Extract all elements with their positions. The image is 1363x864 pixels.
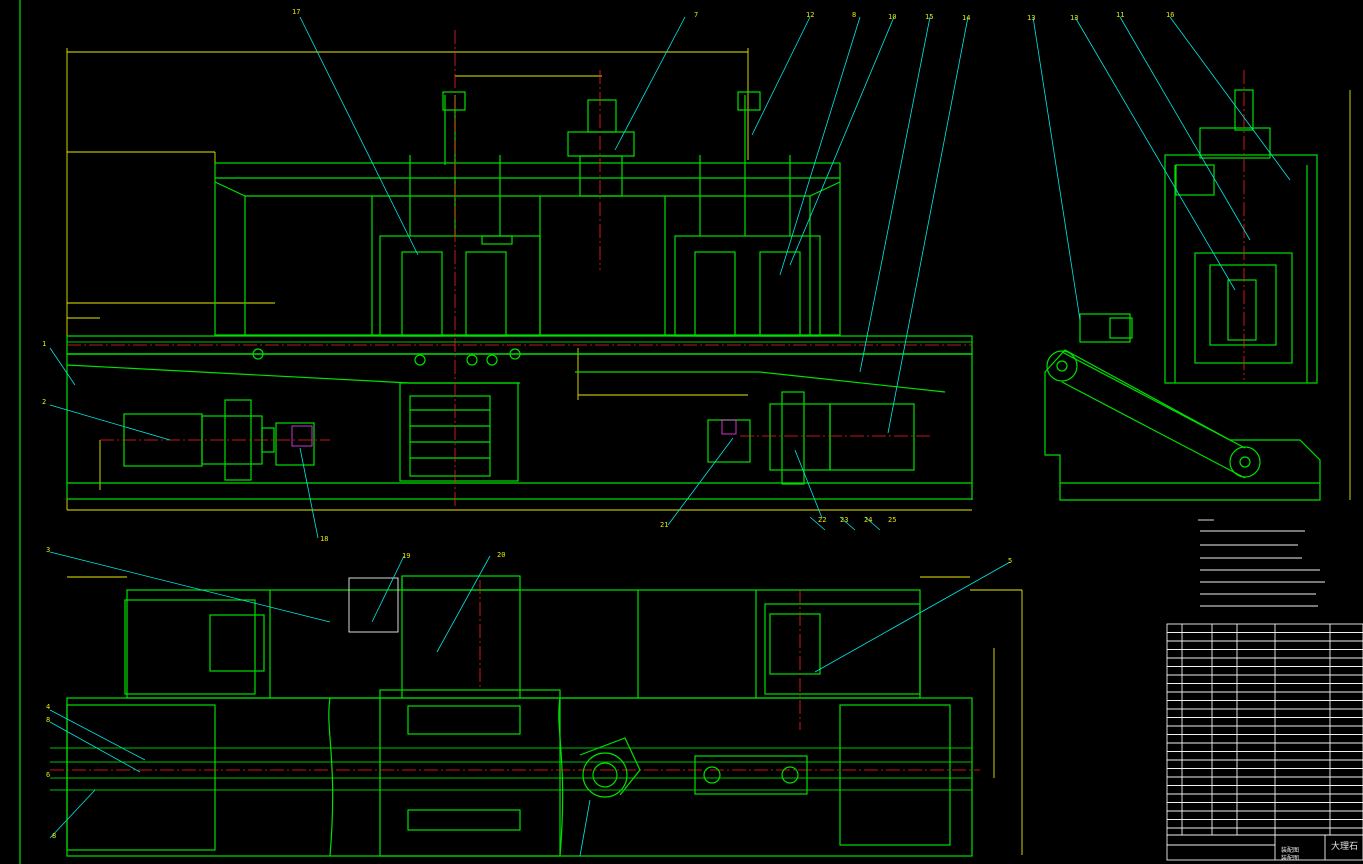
balloon-1: 1: [42, 340, 46, 348]
balloon-labels-plan: 3 19 20 5 4 8 6 8: [46, 546, 1012, 840]
balloon-8-top: 8: [852, 11, 856, 19]
balloon-8-bottom: 8: [52, 832, 56, 840]
highlight-box: [348, 577, 399, 633]
side-view: [1044, 70, 1351, 501]
balloon-13-a: 13: [1027, 14, 1035, 22]
balloon-19: 19: [402, 552, 410, 560]
balloon-6: 6: [46, 771, 50, 779]
balloon-7: 7: [694, 11, 698, 19]
balloon-17: 17: [292, 8, 300, 16]
title-block-sub2: 装配图: [1281, 854, 1299, 862]
title-block: 装配图 装配图 大理石: [1281, 840, 1358, 862]
balloon-24: 24: [864, 516, 872, 524]
balloon-15: 15: [925, 13, 933, 21]
balloon-labels-front: 1 2 18 21 22 23 24 25: [42, 340, 896, 543]
front-elevation-view: [66, 30, 973, 511]
leader-lines: [49, 16, 1291, 857]
balloon-12: 12: [806, 11, 814, 19]
technical-notes: [1198, 519, 1325, 607]
balloon-23: 23: [840, 516, 848, 524]
balloon-5: 5: [1008, 557, 1012, 565]
balloon-21: 21: [660, 521, 668, 529]
title-block-title: 大理石: [1331, 840, 1358, 852]
bill-of-materials-table: [1166, 623, 1363, 861]
balloon-4: 4: [46, 703, 50, 711]
balloon-11: 11: [1116, 11, 1124, 19]
balloon-8-plan: 8: [46, 716, 50, 724]
balloon-3: 3: [46, 546, 50, 554]
title-block-sub1: 装配图: [1281, 846, 1299, 854]
balloon-13-b: 13: [1070, 14, 1078, 22]
balloon-25: 25: [888, 516, 896, 524]
balloon-22: 22: [818, 516, 826, 524]
balloon-20: 20: [497, 551, 505, 559]
balloon-18: 18: [320, 535, 328, 543]
balloon-10: 10: [888, 13, 896, 21]
plan-view: [50, 575, 1023, 857]
balloon-14: 14: [962, 14, 970, 22]
balloon-2: 2: [42, 398, 46, 406]
balloon-labels-top: 17 7 12 8 10 15 14 13 13 11 16: [292, 8, 1174, 22]
bom-rows: [1167, 632, 1363, 829]
balloon-16: 16: [1166, 11, 1174, 19]
